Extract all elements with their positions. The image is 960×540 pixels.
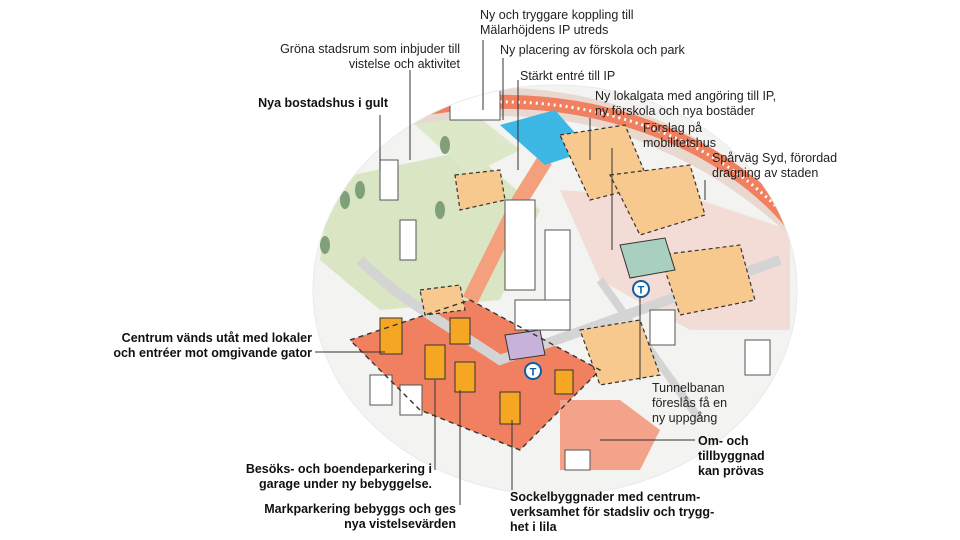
metro-symbol: T <box>632 280 650 298</box>
existing-building <box>369 374 393 406</box>
purple-plinth <box>504 329 546 361</box>
label-ny-koppling: Ny och tryggare koppling till Mälarhöjde… <box>480 8 634 37</box>
existing-building <box>564 449 591 471</box>
existing-building <box>399 384 423 416</box>
label-mobilitetshus: Förslag på mobilitetshus <box>643 121 716 150</box>
mobility-house <box>619 237 676 279</box>
tree <box>340 191 350 209</box>
tower-5 <box>499 391 521 425</box>
tower-1 <box>379 317 403 355</box>
svg-text:T: T <box>638 285 645 297</box>
yellow-block-5 <box>454 169 506 211</box>
bubble-outline <box>312 84 798 496</box>
label-ny-lokalgata: Ny lokalgata med angöring till IP, ny fö… <box>595 89 777 118</box>
existing-building <box>514 299 571 331</box>
tower-6 <box>554 369 574 395</box>
tree <box>320 236 330 254</box>
metro-symbol: T <box>524 362 542 380</box>
svg-text:T: T <box>530 367 537 379</box>
label-om-tillbyggnad: Om- och tillbyggnad kan prövas <box>698 434 765 478</box>
tree <box>440 136 450 154</box>
label-forskola-park: Ny placering av förskola och park <box>500 43 685 57</box>
tower-4 <box>454 361 476 393</box>
existing-building <box>399 219 417 261</box>
existing-building <box>504 199 536 291</box>
tower-3 <box>424 344 446 380</box>
existing-building <box>379 159 399 201</box>
yellow-block-6 <box>419 284 466 316</box>
label-sparvag-syd: Spårväg Syd, förordad dragning av staden <box>712 151 838 180</box>
tower-2 <box>449 317 471 345</box>
tree <box>435 201 445 219</box>
leader-lines <box>315 40 706 505</box>
label-sockelbyggnader: Sockelbyggnader med centrum- verksamhet … <box>510 490 715 534</box>
yellow-block-3 <box>659 244 756 316</box>
tree <box>355 181 365 199</box>
label-tunnelbana: Tunnelbanan föreslås få en ny uppgång <box>652 381 728 425</box>
label-markparkering: Markparkering bebyggs och ges nya vistel… <box>264 502 456 531</box>
label-centrum: Centrum vänds utåt med lokaler och entré… <box>113 331 312 360</box>
yellow-block-2 <box>609 164 706 236</box>
existing-building <box>649 309 676 346</box>
existing-building <box>544 229 571 301</box>
label-entre-ip: Stärkt entré till IP <box>520 69 616 83</box>
green-space-upper <box>410 110 520 175</box>
label-nya-bostadshus: Nya bostadshus i gult <box>258 96 388 110</box>
label-grona-stadsrum: Gröna stadsrum som inbjuder till vistels… <box>280 42 460 71</box>
label-parkering: Besöks- och boendeparkering i garage und… <box>245 462 432 491</box>
existing-building <box>449 89 501 121</box>
existing-building <box>744 339 771 376</box>
